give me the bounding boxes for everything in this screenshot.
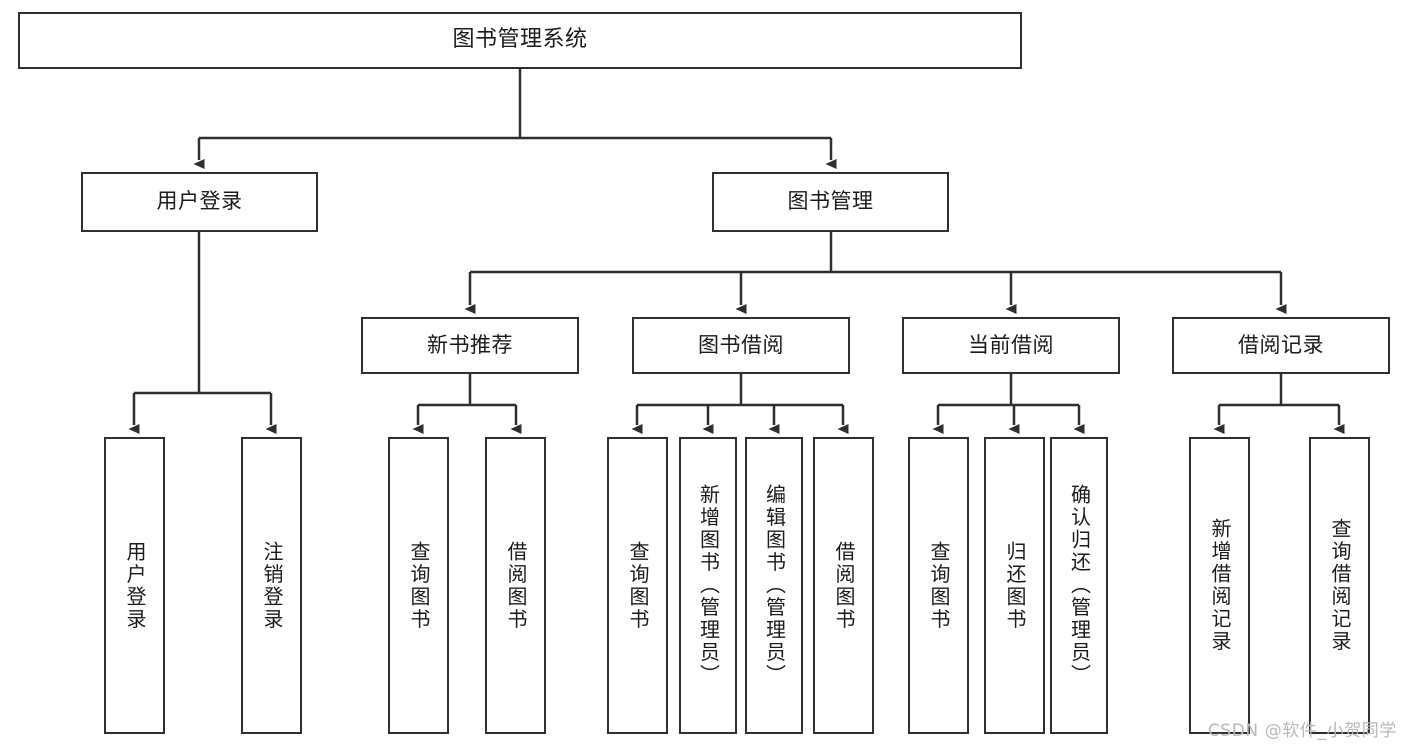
watermark: CSDN @软件_小贺同学 [1207, 721, 1397, 741]
node-borrow-record[interactable]: 借阅记录 [1172, 317, 1390, 374]
node-current-borrow[interactable]: 当前借阅 [902, 317, 1120, 374]
node-leaf-borrow-book-rec-label: 借阅图书 [504, 540, 528, 631]
node-root-label: 图书管理系统 [452, 27, 588, 53]
node-leaf-logout-login-label: 注销登录 [260, 540, 284, 631]
node-leaf-query-borrow-record[interactable]: 查询借阅记录 [1309, 437, 1370, 734]
node-book-borrow[interactable]: 图书借阅 [632, 317, 850, 374]
node-leaf-query-borrow-record-label: 查询借阅记录 [1328, 518, 1352, 653]
node-book-manage[interactable]: 图书管理 [712, 172, 949, 232]
node-borrow-record-label: 借阅记录 [1238, 332, 1324, 357]
node-leaf-add-book-admin[interactable]: 新增图书（管理员） [679, 437, 737, 734]
node-current-borrow-label: 当前借阅 [968, 332, 1054, 357]
node-leaf-query-book-current[interactable]: 查询图书 [908, 437, 969, 734]
node-leaf-confirm-return-admin[interactable]: 确认归还（管理员） [1050, 437, 1108, 734]
node-leaf-borrow-book[interactable]: 借阅图书 [813, 437, 874, 734]
node-leaf-borrow-book-rec[interactable]: 借阅图书 [485, 437, 546, 734]
node-leaf-borrow-book-label: 借阅图书 [832, 540, 856, 631]
node-leaf-logout-login[interactable]: 注销登录 [241, 437, 302, 734]
node-leaf-add-borrow-record[interactable]: 新增借阅记录 [1189, 437, 1250, 734]
node-new-book-recommend[interactable]: 新书推荐 [361, 317, 579, 374]
node-leaf-confirm-return-admin-label: 确认归还（管理员） [1067, 484, 1092, 687]
node-leaf-query-book-rec-label: 查询图书 [407, 540, 431, 631]
node-leaf-query-book-current-label: 查询图书 [927, 540, 951, 631]
node-leaf-return-book-label: 归还图书 [1003, 540, 1027, 631]
node-leaf-query-book-borrow[interactable]: 查询图书 [607, 437, 668, 734]
node-leaf-add-book-admin-label: 新增图书（管理员） [696, 484, 721, 687]
node-new-book-recommend-label: 新书推荐 [427, 332, 513, 357]
node-book-manage-label: 图书管理 [787, 189, 874, 214]
node-book-borrow-label: 图书借阅 [698, 332, 784, 357]
node-leaf-add-borrow-record-label: 新增借阅记录 [1208, 518, 1232, 653]
node-user-login[interactable]: 用户登录 [81, 172, 318, 232]
node-leaf-user-login-label: 用户登录 [123, 540, 147, 631]
node-leaf-edit-book-admin[interactable]: 编辑图书（管理员） [745, 437, 803, 734]
node-leaf-return-book[interactable]: 归还图书 [984, 437, 1045, 734]
node-leaf-query-book-rec[interactable]: 查询图书 [388, 437, 449, 734]
node-leaf-user-login[interactable]: 用户登录 [104, 437, 165, 734]
node-root[interactable]: 图书管理系统 [18, 12, 1022, 69]
node-leaf-query-book-borrow-label: 查询图书 [626, 540, 650, 631]
node-leaf-edit-book-admin-label: 编辑图书（管理员） [762, 484, 787, 687]
node-user-login-label: 用户登录 [156, 189, 243, 214]
